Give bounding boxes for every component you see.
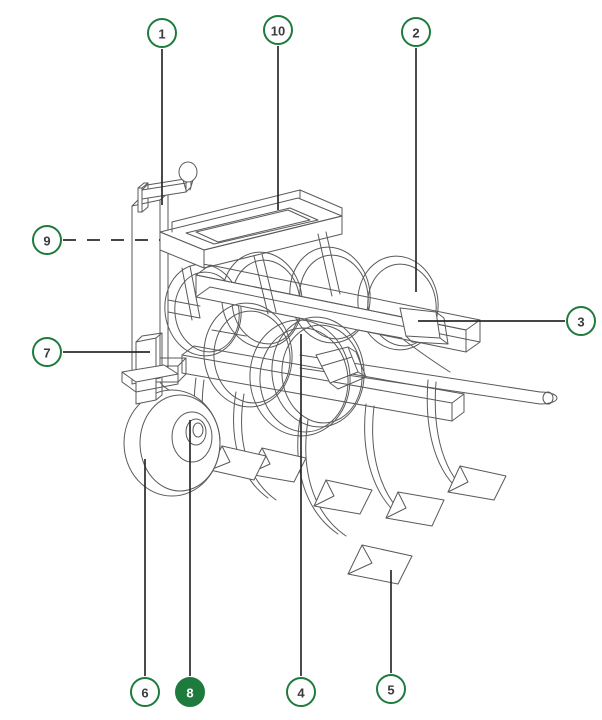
callout-marker-10[interactable]: 10 <box>263 15 293 45</box>
callout-circle-10[interactable] <box>263 15 293 45</box>
depth-adjust-column <box>121 193 179 405</box>
callout-circle-5[interactable] <box>376 674 406 704</box>
crank-handle <box>137 161 198 213</box>
callout-circle-3[interactable] <box>566 306 596 336</box>
callout-marker-2[interactable]: 2 <box>401 17 431 47</box>
callout-circle-2[interactable] <box>401 17 431 47</box>
leader-lines <box>63 46 565 676</box>
callout-circle-9[interactable] <box>32 225 62 255</box>
linkage-details <box>168 300 450 372</box>
callout-marker-9[interactable]: 9 <box>32 225 62 255</box>
callout-circle-1[interactable] <box>147 18 177 48</box>
front-tine-coil <box>245 316 355 440</box>
machine-illustration <box>121 161 557 585</box>
callout-marker-7[interactable]: 7 <box>32 337 62 367</box>
sweep-shovel-feet <box>209 445 507 585</box>
callout-marker-5[interactable]: 5 <box>376 674 406 704</box>
callout-marker-4[interactable]: 4 <box>286 677 316 707</box>
tine-mounting-clamp-right <box>399 307 448 344</box>
callout-circle-7[interactable] <box>32 337 62 367</box>
callout-marker-3[interactable]: 3 <box>566 306 596 336</box>
mid-tine-coils <box>199 299 370 432</box>
callout-circle-8[interactable] <box>175 677 205 707</box>
callout-marker-6[interactable]: 6 <box>130 677 160 707</box>
callout-circle-4[interactable] <box>286 677 316 707</box>
callout-circle-6[interactable] <box>130 677 160 707</box>
callout-marker-8[interactable]: 8 <box>175 677 205 707</box>
tray-frame-platform <box>159 190 343 320</box>
callout-markers: 1 10 2 9 3 7 <box>32 15 596 707</box>
callout-marker-1[interactable]: 1 <box>147 18 177 48</box>
